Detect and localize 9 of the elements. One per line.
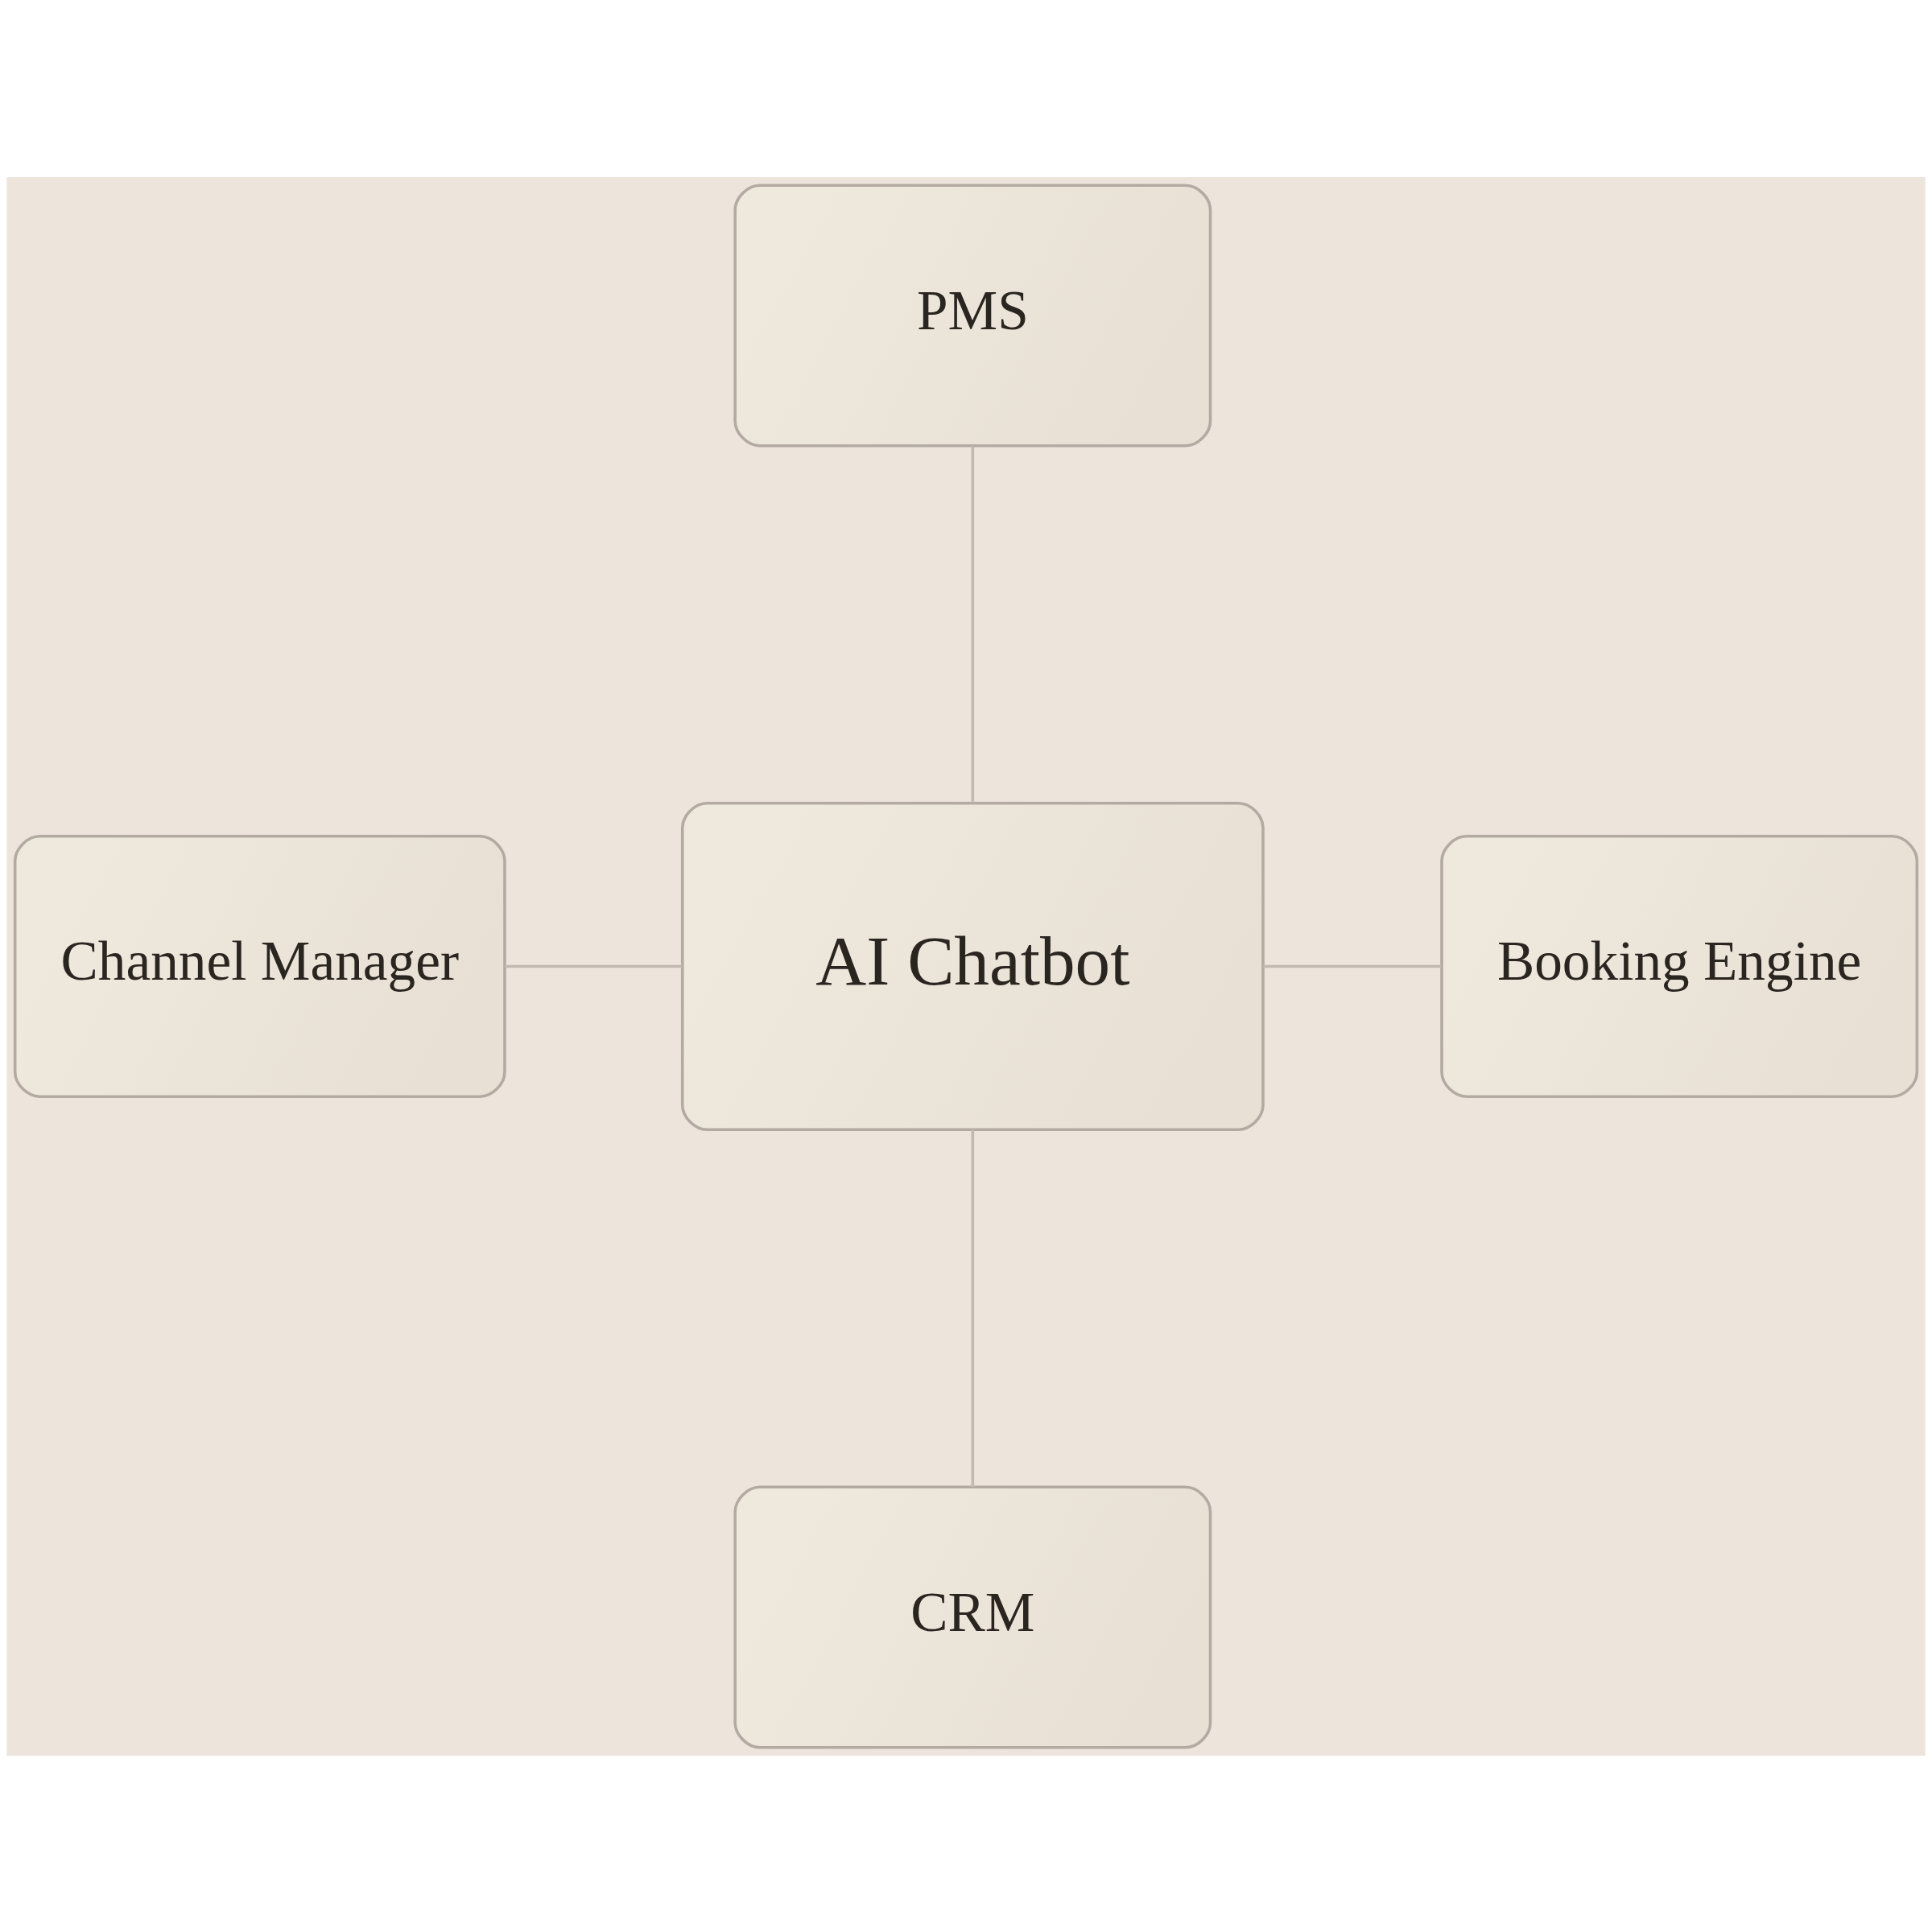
node-box: Booking Engine <box>1440 834 1919 1098</box>
connector <box>1263 964 1442 968</box>
connector <box>971 1129 975 1487</box>
node-box: Channel Manager <box>13 834 506 1098</box>
node-box: AI Chatbot <box>680 801 1265 1131</box>
node-box: CRM <box>733 1485 1212 1749</box>
node-box: PMS <box>733 183 1212 447</box>
connector <box>505 964 683 968</box>
connector <box>971 445 975 803</box>
